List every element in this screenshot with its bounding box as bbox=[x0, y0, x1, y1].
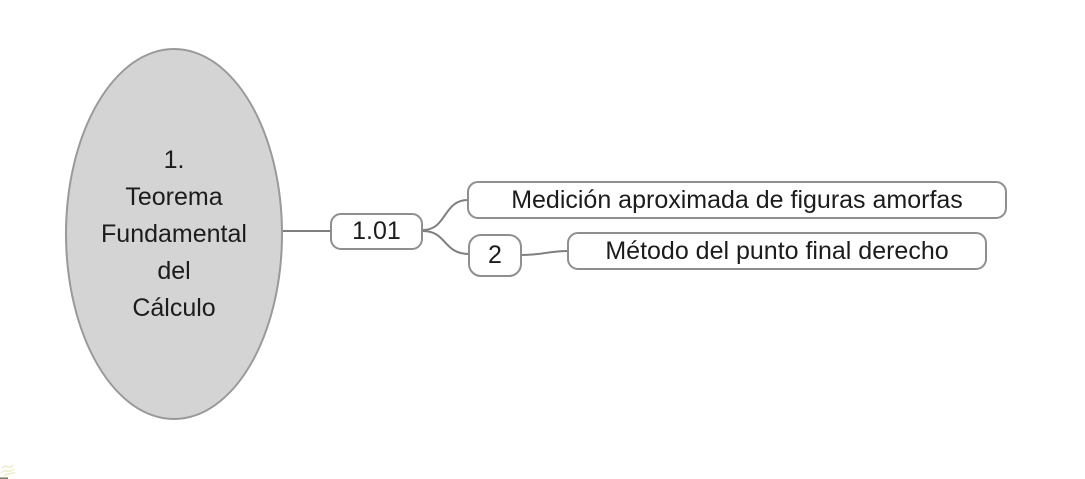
node-subtopic-metodo[interactable]: Método del punto final derecho bbox=[567, 232, 987, 270]
root-label-line: Fundamental bbox=[101, 219, 247, 248]
node-topic-1-01[interactable]: 1.01 bbox=[330, 213, 423, 250]
node-topic-label: 1.01 bbox=[352, 217, 401, 245]
node-subtopic-medicion[interactable]: Medición aproximada de figuras amorfas bbox=[467, 181, 1007, 219]
root-node-label: 1. Teorema Fundamental del Cálculo bbox=[101, 142, 247, 327]
node-subtopic-medicion-label: Medición aproximada de figuras amorfas bbox=[511, 185, 963, 214]
connector-marker-to-subtopic2 bbox=[520, 250, 569, 256]
root-label-line: Teorema bbox=[125, 182, 223, 211]
connector-topic-to-subtopic1 bbox=[422, 199, 469, 231]
root-label-line: 1. bbox=[163, 145, 185, 174]
root-label-line: del bbox=[157, 256, 191, 285]
root-label-line: Cálculo bbox=[132, 293, 216, 322]
root-node-ellipse[interactable]: 1. Teorema Fundamental del Cálculo bbox=[65, 48, 283, 420]
node-marker-2[interactable]: 2 bbox=[468, 234, 522, 277]
connector-topic-to-marker bbox=[422, 230, 470, 255]
node-subtopic-metodo-label: Método del punto final derecho bbox=[605, 236, 949, 265]
node-marker-label: 2 bbox=[488, 241, 502, 269]
corner-scribble-artifact bbox=[0, 464, 16, 479]
